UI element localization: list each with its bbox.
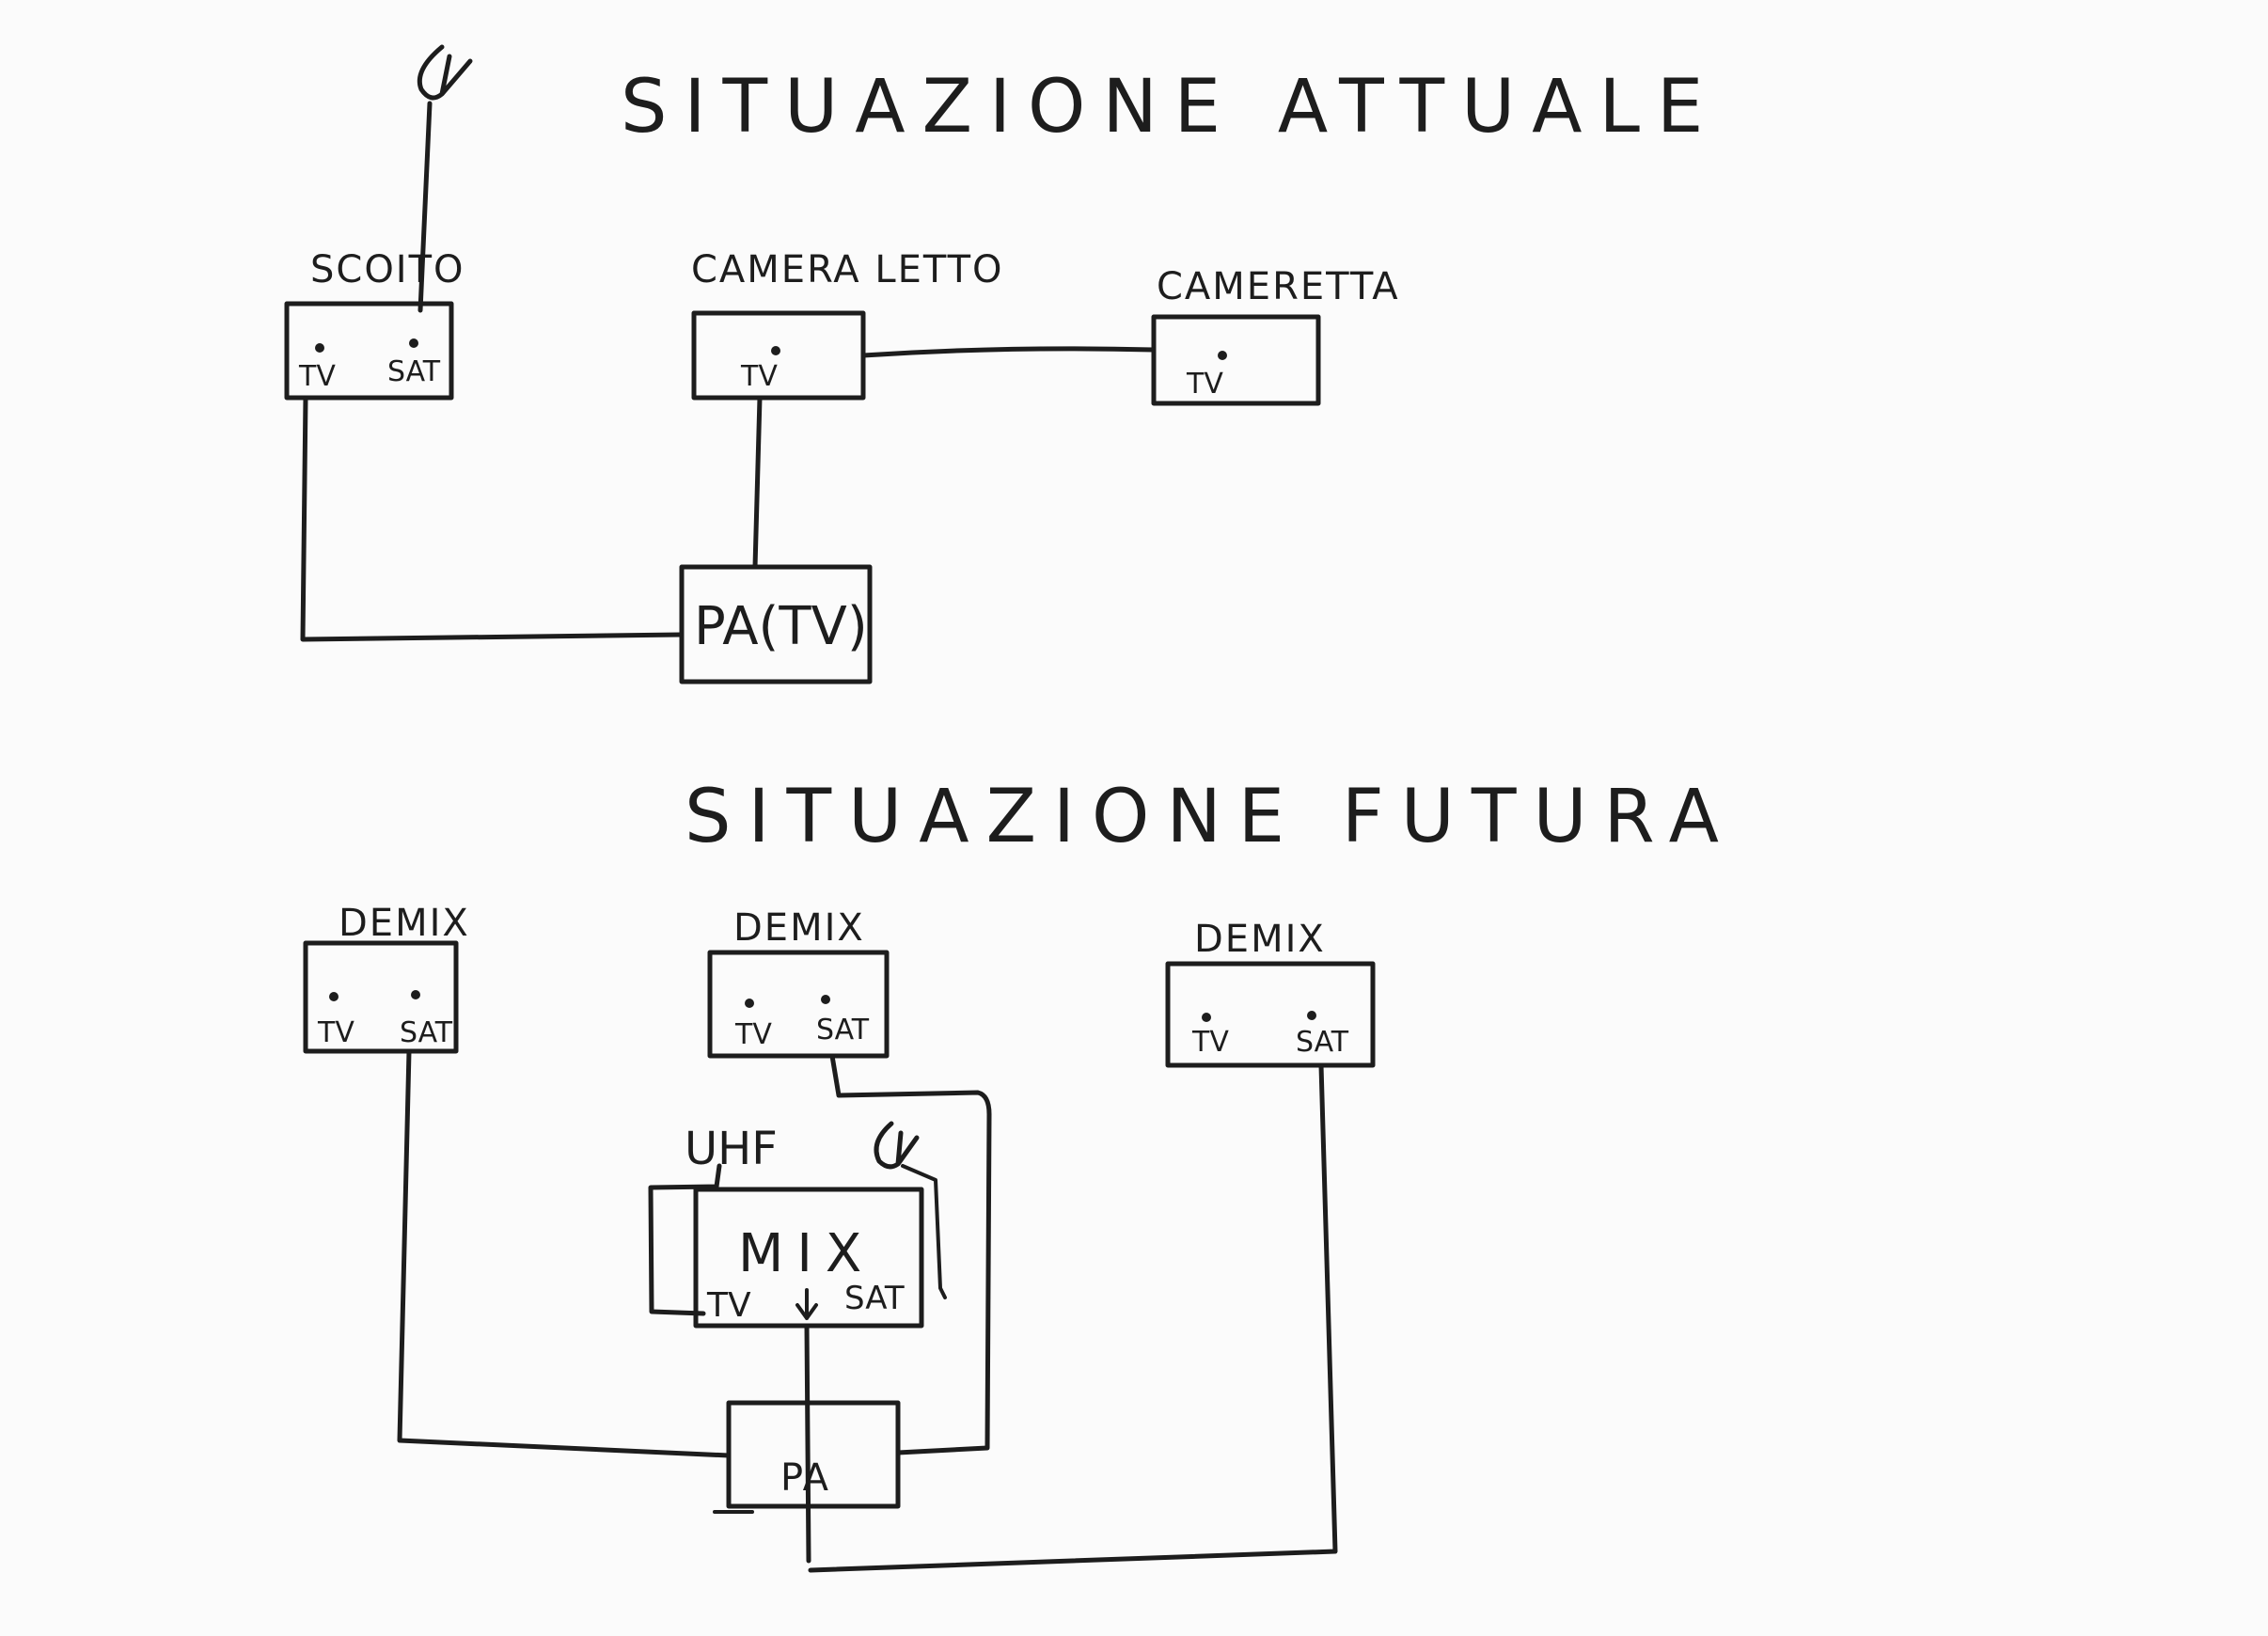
room-label-studio: SCOITO [310, 248, 465, 291]
demix-box-middle [707, 950, 890, 1059]
tv-port-dot [745, 999, 754, 1008]
port-label-sat: SAT [387, 355, 441, 388]
port-label-tv: TV [1186, 368, 1223, 401]
antenna-cable [417, 101, 433, 313]
tv-port-dot [771, 346, 780, 355]
port-label-sat: SAT [844, 1280, 905, 1317]
demix-box-left [303, 940, 459, 1054]
distributor-label: PA(TV) [694, 596, 868, 657]
outlet-box-cameretta [1151, 314, 1321, 406]
room-label-cameretta: CAMERETTA [1157, 265, 1400, 308]
cable-studio-pa [300, 395, 685, 642]
distributor-box-pa-tv [679, 564, 873, 684]
demix-label-middle: DEMIX [733, 906, 865, 950]
mix-output-arrow-icon [795, 1288, 818, 1320]
tv-port-dot [329, 992, 339, 1001]
sat-port-dot [1307, 1011, 1316, 1020]
demix-label-left: DEMIX [339, 902, 470, 945]
title-future: SITUAZIONE FUTURA [685, 775, 1736, 859]
tv-port-dot [1218, 351, 1227, 360]
sat-port-dot [409, 338, 418, 348]
demix-box-right [1165, 961, 1376, 1068]
antenna-mix-cable [901, 1164, 947, 1299]
mix-label: MIX [738, 1223, 874, 1284]
tv-port-dot [315, 343, 324, 353]
uhf-cable [648, 1163, 722, 1316]
port-label-tv: TV [706, 1286, 751, 1325]
cable-camera-letto-cameretta [860, 346, 1157, 358]
sat-port-dot [411, 990, 420, 999]
room-label-camera-letto: CAMERA LETTO [691, 248, 1004, 291]
port-label-sat: SAT [400, 1016, 453, 1049]
sat-port-dot [821, 995, 830, 1004]
title-current: SITUAZIONE ATTUALE [621, 65, 1720, 149]
port-label-tv: TV [298, 360, 336, 393]
port-label-sat: SAT [1296, 1026, 1349, 1059]
port-label-sat: SAT [816, 1014, 870, 1046]
port-label-tv: TV [317, 1016, 354, 1049]
uhf-label: UHF [685, 1123, 778, 1175]
cable-camera-letto-pa [752, 395, 763, 570]
port-label-tv: TV [1191, 1026, 1229, 1059]
cable-demix-middle-pa [829, 1053, 992, 1455]
outlet-box-studio [284, 301, 454, 401]
demix-label-right: DEMIX [1194, 918, 1326, 961]
cable-demix-right-pa [808, 1062, 1338, 1573]
port-label-tv: TV [734, 1018, 772, 1051]
antenna-icon [417, 44, 473, 101]
cable-mix-pa [804, 1323, 811, 1564]
outlet-box-camera-letto [691, 310, 866, 401]
port-label-tv: TV [740, 360, 778, 393]
cable-demix-left-pa [397, 1048, 732, 1458]
antenna-icon [874, 1121, 920, 1170]
distributor-label-pa: PA [780, 1456, 830, 1500]
tv-port-dot [1202, 1013, 1211, 1022]
